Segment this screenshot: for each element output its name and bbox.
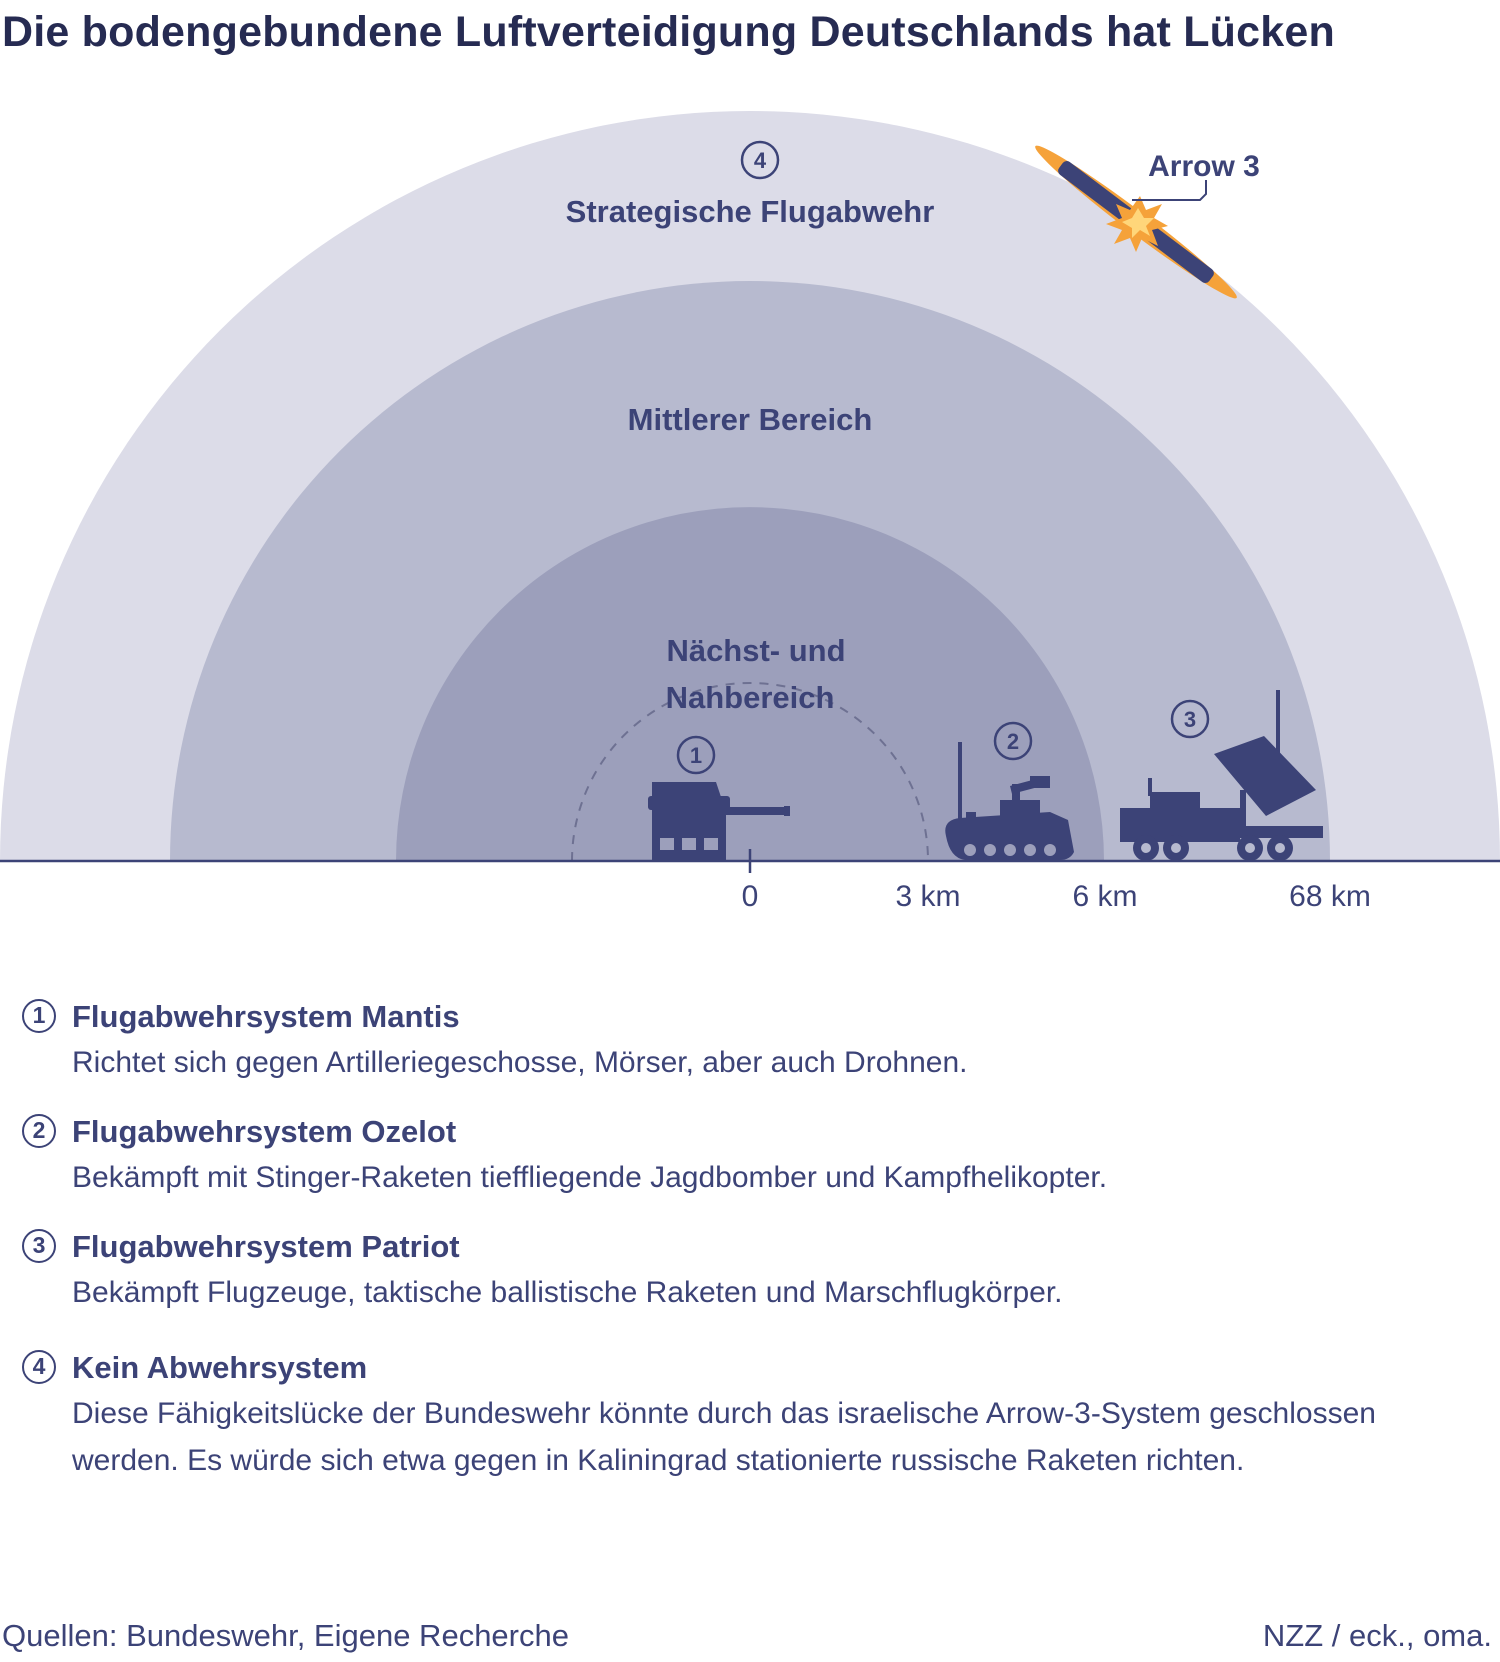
legend-number-3: 3 (22, 1229, 56, 1263)
sources-text: Quellen: Bundeswehr, Eigene Recherche (2, 1618, 569, 1653)
page-title: Die bodengebundene Luftverteidigung Deut… (2, 8, 1335, 56)
legend-number-4: 4 (22, 1350, 56, 1384)
axis-tick-68km: 68 km (1289, 880, 1371, 913)
legend-title: Flugabwehrsystem Ozelot (72, 1114, 457, 1149)
svg-text:1: 1 (690, 743, 702, 768)
legend: 1 Flugabwehrsystem Mantis Richtet sich g… (22, 995, 1462, 1484)
zone-short (396, 507, 1104, 861)
credit-text: NZZ / eck., oma. (1262, 1618, 1492, 1653)
marker-3: 3 (1170, 699, 1210, 739)
legend-title: Flugabwehrsystem Patriot (72, 1229, 460, 1264)
mantis-turret-icon (648, 782, 790, 860)
legend-item-mantis: 1 Flugabwehrsystem Mantis Richtet sich g… (22, 995, 1462, 1086)
legend-title: Flugabwehrsystem Mantis (72, 999, 460, 1034)
svg-text:2: 2 (1007, 729, 1019, 754)
legend-item-no-system: 4 Kein Abwehrsystem Diese Fähigkeitslück… (22, 1346, 1462, 1484)
axis-tick-6km: 6 km (1072, 880, 1137, 913)
mantis-range-arc (571, 682, 929, 862)
legend-number-2: 2 (22, 1114, 56, 1148)
legend-title: Kein Abwehrsystem (72, 1350, 368, 1385)
arrow3-interception-icon (1035, 145, 1237, 299)
legend-number-1: 1 (22, 999, 56, 1033)
svg-text:4: 4 (754, 148, 767, 173)
zone-short-label-line2: Nahbereich (666, 680, 835, 715)
legend-item-patriot: 3 Flugabwehrsystem Patriot Bekämpft Flug… (22, 1225, 1462, 1316)
legend-item-ozelot: 2 Flugabwehrsystem Ozelot Bekämpft mit S… (22, 1110, 1462, 1201)
legend-description: Bekämpft mit Stinger-Raketen tieffliegen… (72, 1161, 1108, 1194)
legend-description: Bekämpft Flugzeuge, taktische ballistisc… (72, 1276, 1063, 1309)
legend-description: Richtet sich gegen Artilleriegeschosse, … (72, 1046, 968, 1079)
zone-strategic-label: Strategische Flugabwehr (566, 194, 935, 229)
footer: Quellen: Bundeswehr, Eigene Recherche NZ… (0, 1618, 1500, 1658)
patriot-launcher-icon (1120, 690, 1323, 861)
axis-tick-3km: 3 km (895, 880, 960, 913)
arrow3-label: Arrow 3 (1148, 150, 1260, 183)
marker-2: 2 (993, 721, 1033, 761)
zone-medium-label: Mittlerer Bereich (628, 402, 873, 437)
marker-1: 1 (676, 735, 716, 775)
zone-4-number-badge: 4 (740, 140, 780, 180)
air-defense-diagram: 4 Strategische Flugabwehr Mittlerer Bere… (0, 111, 1500, 913)
zone-short-label-line1: Nächst- und (666, 633, 845, 668)
legend-description: Diese Fähigkeitslücke der Bundeswehr kön… (72, 1397, 1376, 1477)
ozelot-vehicle-icon (945, 742, 1074, 860)
svg-text:3: 3 (1184, 707, 1196, 732)
axis-tick-0: 0 (742, 880, 759, 913)
